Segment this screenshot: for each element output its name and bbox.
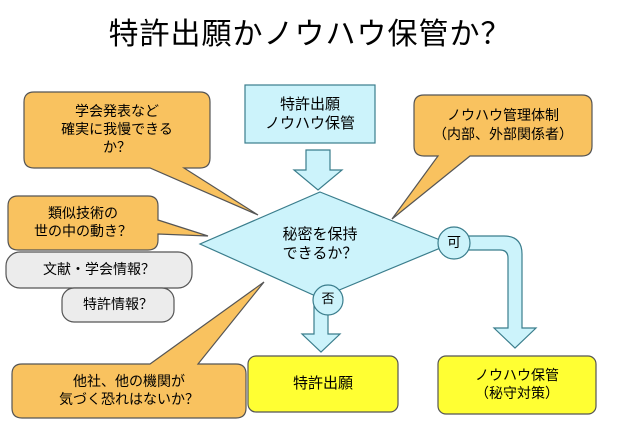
yes-label: 可 (447, 234, 461, 251)
decision-text: 秘密を保持 できるか？ (282, 224, 358, 263)
outcome-knowhow-text: ノウハウ保管 （秘守対策） (475, 367, 559, 402)
callout-similar-tech-text: 類似技術の 世の中の動き？ (34, 205, 132, 240)
no-circle (312, 284, 344, 316)
yes-circle (437, 226, 471, 260)
info-patent-text: 特許情報？ (83, 296, 153, 313)
info-literature-text: 文献・学会情報？ (43, 261, 155, 278)
callout-competitors-text: 他社、他の機関が 気づく恐れはないか？ (59, 373, 199, 408)
callout-publication-text: 学会発表など 確実に我慢できる か？ (61, 103, 173, 157)
callout-competitors-shape (11, 281, 265, 419)
callout-similar-tech-shape (7, 195, 209, 251)
arrow-input-to-decision (292, 149, 344, 191)
input-box-text: 特許出願 ノウハウ保管 (264, 94, 355, 133)
info-patent-shape (61, 287, 175, 323)
no-label: 否 (321, 291, 335, 307)
outcome-patent-text: 特許出願 (292, 374, 353, 393)
outcome-knowhow-shape (437, 355, 597, 415)
callout-management-text: ノウハウ管理体制 （内部、外部関係者） (433, 108, 573, 143)
arrow-yes-branch (445, 235, 538, 349)
input-box-shape (244, 84, 376, 144)
callout-management-shape (391, 94, 593, 220)
page-title: 特許出願かノウハウ保管か？ (108, 17, 512, 52)
outcome-patent-shape (247, 355, 399, 413)
callout-publication-shape (23, 91, 259, 216)
